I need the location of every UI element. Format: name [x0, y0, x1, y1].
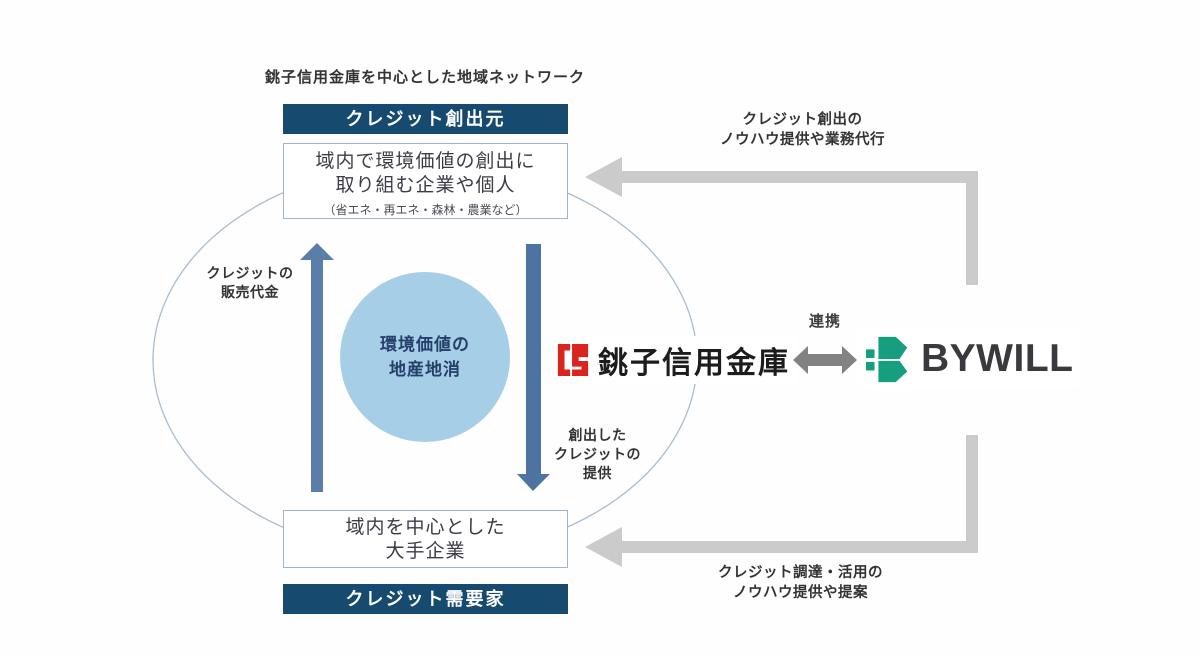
left-flow-label: クレジットの 販売代金: [206, 265, 294, 300]
shinkin-logo-text: 銚子信用金庫: [598, 346, 790, 381]
knowhow-top-arrow-icon: [585, 157, 978, 285]
creator-header: クレジット創出元: [283, 104, 568, 134]
knowhow-bottom-caption: クレジット調達・活用の ノウハウ提供や提案: [718, 565, 883, 601]
local-consumption-circle: 環境価値の 地産地消: [340, 272, 510, 442]
shinkin-mark-icon: [557, 343, 589, 377]
double-arrow-icon: [793, 346, 857, 374]
shinkin-bank-logo: 銚子信用金庫: [550, 336, 796, 384]
bywill-mark-icon: [865, 336, 908, 383]
right-flow-label: 創出した クレジットの 提供: [554, 427, 641, 481]
consumer-box: 域内を中心とした 大手企業: [283, 510, 568, 568]
creator-box-line1: 域内で環境価値の創出に: [315, 151, 536, 172]
circle-line2: 地産地消: [389, 360, 461, 379]
bywill-logo-text: BYWILL: [921, 337, 1074, 380]
partnership-label: 連携: [808, 313, 841, 330]
creator-box: 域内で環境価値の創出に 取り組む企業や個人 （省エネ・再エネ・森林・農業など）: [283, 143, 568, 219]
creator-box-line2: 取り組む企業や個人: [335, 175, 516, 196]
consumer-box-line2: 大手企業: [385, 541, 466, 562]
circle-line1: 環境価値の: [380, 335, 470, 354]
knowhow-top-caption: クレジット創出の ノウハウ提供や業務代行: [720, 112, 885, 148]
consumer-box-line1: 域内を中心とした: [345, 517, 506, 538]
network-title: 銚子信用金庫を中心とした地域ネットワーク: [264, 69, 585, 86]
bywill-logo: BYWILL: [858, 330, 1080, 388]
creator-box-note: （省エネ・再エネ・森林・農業など）: [323, 203, 528, 217]
consumer-header: クレジット需要家: [283, 584, 568, 614]
